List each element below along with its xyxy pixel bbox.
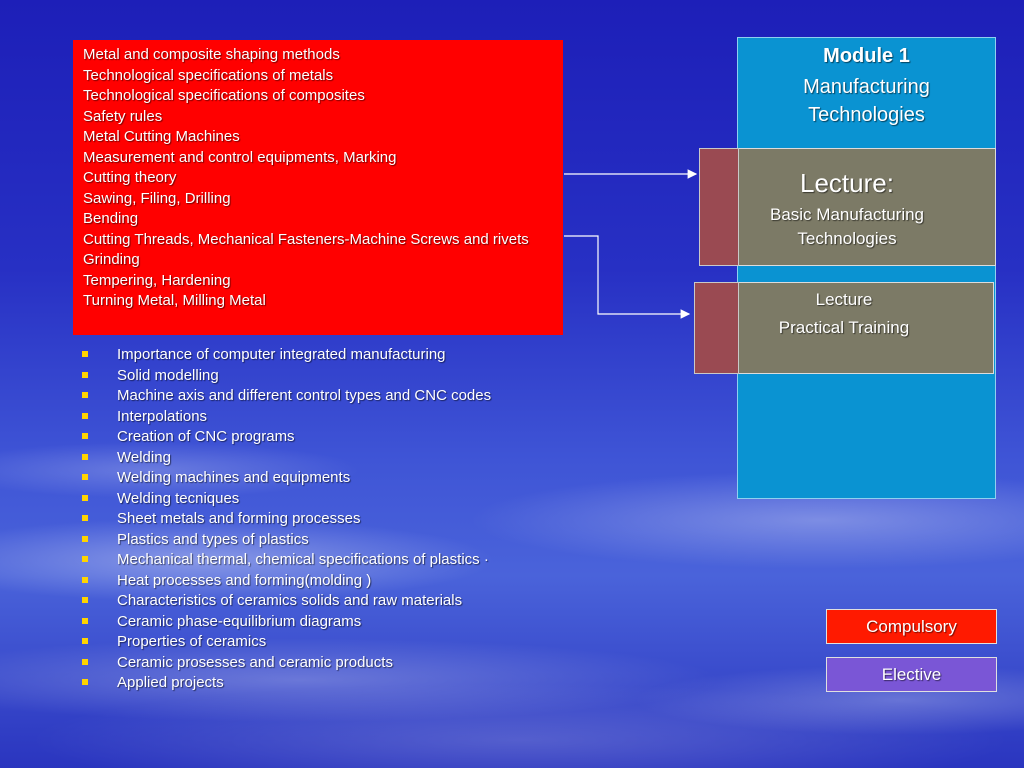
topic-item: Safety rules [83,107,163,125]
list-item-text: Sheet metals and forming processes [117,510,361,527]
list-item: Mechanical thermal, chemical specificati… [82,552,502,568]
topic-item: Metal and composite shaping methods [83,46,340,63]
topic-item: Sawing, Filing, Drilling [83,189,231,207]
list-item: Welding tecniques [82,489,502,507]
square-bullet-icon [82,556,88,562]
square-bullet-icon [82,494,88,501]
lecture-box-practical [738,282,994,374]
list-item: Welding [82,448,502,466]
list-item-text: Ceramic prosesses and ceramic products [117,653,393,671]
square-bullet-icon [82,597,88,603]
lecture-box-basic [738,148,996,266]
list-item: Characteristics of ceramics solids and r… [82,593,502,609]
topic-item: Technological specifications of composit… [83,87,365,104]
list-item-text: Welding machines and equipments [117,469,351,486]
list-item: Ceramic prosesses and ceramic products [82,653,502,671]
lecture-box-practical-line1: Lecture [815,290,873,309]
list-item-text: Welding [117,448,171,466]
lecture-box-basic-desc-line2: Technologies [797,229,897,248]
list-item-text: Interpolations [117,407,208,425]
square-bullet-icon [82,433,88,439]
square-bullet-icon [82,679,88,685]
list-item: Interpolations [82,407,502,425]
square-bullet-icon [82,412,88,419]
list-item-text: Mechanical thermal, chemical specificati… [117,551,489,568]
square-bullet-icon [82,392,88,398]
list-item: Applied projects [82,675,502,691]
list-item-text: Ceramic phase-equilibrium diagrams [117,612,362,630]
list-item: Properties of ceramics [82,634,502,650]
list-item-text: Plastics and types of plastics [117,530,309,548]
square-bullet-icon [82,617,88,624]
list-item: Sheet metals and forming processes [82,511,502,527]
list-item-text: Characteristics of ceramics solids and r… [117,592,463,609]
module-title: Module 1 [823,45,910,67]
arrow-to-lecture-practical [564,235,691,319]
list-item-text: Properties of ceramics [117,633,267,650]
list-item: Ceramic phase-equilibrium diagrams [82,612,502,630]
topic-item: Turning Metal, Milling Metal [83,292,266,309]
topic-item: Cutting Threads, Mechanical Fasteners-Ma… [83,230,529,248]
list-item: Solid modelling [82,366,502,384]
topic-item: Grinding [83,251,140,268]
lecture-box-basic-tab [699,148,739,266]
list-item-text: Welding tecniques [117,489,240,507]
list-item-text: Creation of CNC programs [117,428,295,445]
list-item: Heat processes and forming(molding ) [82,571,502,589]
module-panel [737,37,996,499]
module-subtitle-line2: Technologies [808,104,925,126]
list-item-text: Heat processes and forming(molding ) [117,571,372,589]
topic-item: Cutting theory [83,169,177,186]
square-bullet-icon [82,658,88,665]
list-item: Welding machines and equipments [82,470,502,486]
lecture-box-practical-tab [694,282,739,374]
module-subtitle-line1: Manufacturing [803,76,930,98]
square-bullet-icon [82,638,88,644]
square-bullet-icon [82,351,88,357]
list-item-text: Applied projects [117,674,224,691]
square-bullet-icon [82,474,88,480]
legend-compulsory: Compulsory [826,609,997,644]
square-bullet-icon [82,535,88,542]
list-item-text: Solid modelling [117,366,219,384]
list-item-text: Importance of computer integrated manufa… [117,346,446,363]
topic-item: Technological specifications of metals [83,66,334,84]
topic-item: Bending [83,210,139,227]
lecture-box-practical-line2: Practical Training [778,318,910,337]
square-bullet-icon [82,371,88,378]
lecture-box-basic-title: Lecture: [800,168,894,198]
square-bullet-icon [82,576,88,583]
topic-item: Tempering, Hardening [83,271,231,289]
list-item: Machine axis and different control types… [82,388,502,404]
list-item: Plastics and types of plastics [82,530,502,548]
square-bullet-icon [82,515,88,521]
square-bullet-icon [82,453,88,460]
list-item: Importance of computer integrated manufa… [82,347,502,363]
list-item: Creation of CNC programs [82,429,502,445]
legend-elective: Elective [826,657,997,692]
topic-item: Metal Cutting Machines [83,128,240,145]
list-item-text: Machine axis and different control types… [117,387,492,404]
topic-item: Measurement and control equipments, Mark… [83,148,397,166]
elective-topics-list: Importance of computer integrated manufa… [82,347,502,696]
lecture-box-basic-desc-line1: Basic Manufacturing [769,205,925,224]
